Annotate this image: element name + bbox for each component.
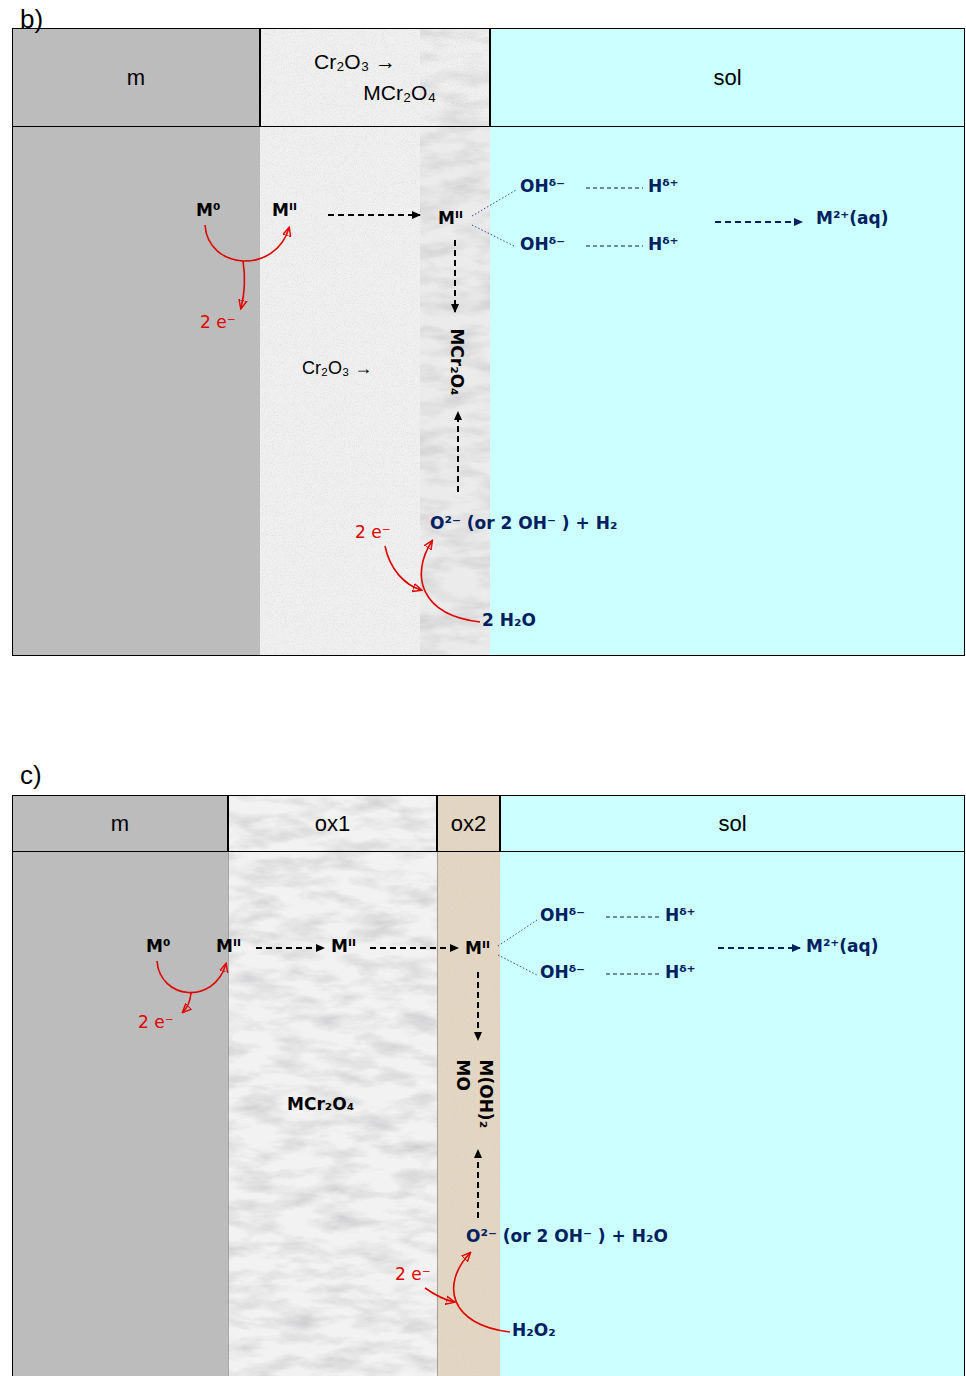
layer-name: sol: [718, 811, 746, 837]
panel-letter: c): [20, 760, 42, 791]
oxide-header: ox2: [437, 795, 500, 852]
species-label: Mᴵᴵ: [272, 200, 297, 220]
solution-species: M²⁺(aq): [806, 936, 879, 956]
panel-b-arrows: [205, 188, 802, 622]
solution-species: Hᵟ⁺: [648, 234, 679, 254]
oxide-header: ox1: [228, 795, 437, 852]
panel-c-layers: [12, 795, 965, 1376]
electron-label: 2 e⁻: [138, 1012, 174, 1032]
solution-species: OHᵟ⁻: [520, 176, 565, 196]
oxide-header: Cr₂O₃ → MCr₂O₄: [260, 28, 490, 127]
solution-species: 2 H₂O: [482, 610, 536, 630]
electron-label: 2 e⁻: [395, 1264, 431, 1284]
electron-label: 2 e⁻: [200, 312, 236, 332]
layer-name: m: [127, 65, 145, 91]
solution-species: H₂O₂: [512, 1320, 556, 1340]
solution-header: sol: [490, 28, 965, 127]
species-label: MCr₂O₄: [447, 328, 467, 395]
layer-name: m: [111, 811, 129, 837]
solution-species: OHᵟ⁻: [540, 962, 585, 982]
species-label: Mᴵᴵ: [465, 938, 490, 958]
panel-c-arrows: [157, 917, 800, 1332]
electron-label: 2 e⁻: [355, 522, 391, 542]
species-label: Mᴵᴵ: [216, 936, 241, 956]
solution-species: Hᵟ⁺: [665, 905, 696, 925]
metal-header: m: [12, 795, 228, 852]
solution-species: M²⁺(aq): [816, 208, 889, 228]
panel-b-layers: [12, 28, 965, 656]
species-label: Mᴵᴵ: [331, 936, 356, 956]
solution-species: O²⁻ (or 2 OH⁻ ) + H₂: [430, 513, 617, 533]
panel-letter: b): [20, 4, 43, 35]
metal-header: m: [12, 28, 260, 127]
phase-label: Cr₂O₃ →: [302, 358, 372, 380]
solution-species: Hᵟ⁺: [648, 176, 679, 196]
species-label: M(OH)₂ MO: [451, 1060, 497, 1141]
solution-species: Hᵟ⁺: [665, 962, 696, 982]
layer-name: sol: [713, 65, 741, 91]
species-label: Mᴵᴵ: [438, 208, 463, 228]
species-label: M⁰: [146, 936, 170, 956]
solution-species: OHᵟ⁻: [540, 905, 585, 925]
layer-name: ox1: [315, 811, 350, 837]
species-label: M⁰: [196, 200, 220, 220]
layer-name: Cr₂O₃ → MCr₂O₄: [314, 47, 436, 108]
solution-species: O²⁻ (or 2 OH⁻ ) + H₂O: [466, 1226, 668, 1246]
solution-header: sol: [500, 795, 965, 852]
solution-species: OHᵟ⁻: [520, 234, 565, 254]
layer-name: ox2: [451, 811, 486, 837]
species-label: MCr₂O₄: [287, 1094, 354, 1114]
